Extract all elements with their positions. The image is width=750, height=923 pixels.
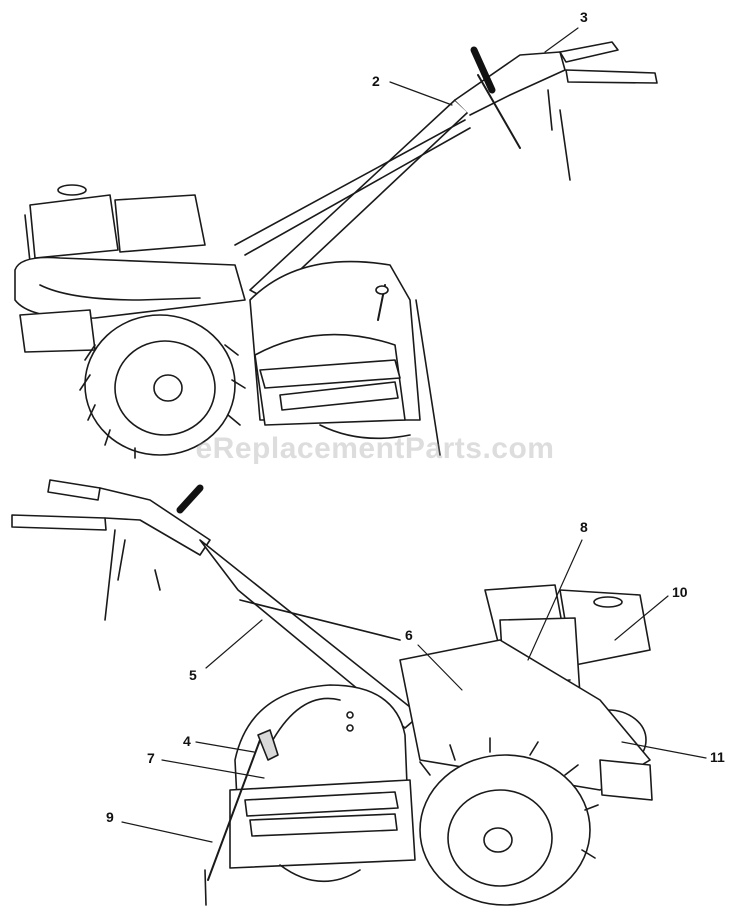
leader-9 [121, 821, 213, 843]
leader-11 [621, 741, 707, 759]
callout-11: 11 [710, 749, 725, 765]
engine-shroud [559, 589, 651, 666]
leader-2 [389, 81, 453, 106]
leader-5 [205, 619, 263, 669]
leader-10 [614, 595, 669, 641]
leader-lines [121, 27, 707, 843]
handle-grip-left-lower [11, 514, 107, 531]
callout-3: 3 [580, 9, 588, 25]
callout-4: 4 [183, 733, 191, 749]
callout-9: 9 [106, 809, 114, 825]
leader-7 [161, 759, 265, 779]
handlebar-main-front [199, 539, 421, 729]
watermark: eReplacementParts.com [195, 432, 555, 465]
depth-stake [207, 739, 261, 881]
engine-block-top [29, 194, 119, 259]
callout-8: 8 [580, 519, 588, 535]
callout-5: 5 [189, 667, 197, 683]
leader-4 [195, 741, 255, 753]
leader-8 [527, 539, 583, 661]
handle-grip-lower [565, 69, 658, 84]
callout-2: 2 [372, 73, 380, 89]
callout-6: 6 [405, 627, 413, 643]
handle-grip-left-upper [47, 479, 101, 501]
leader-6 [417, 644, 463, 691]
tiller-rear-view [14, 41, 658, 459]
callout-7: 7 [147, 750, 155, 766]
leader-3 [544, 27, 579, 53]
left-fender [14, 256, 246, 319]
tiller-front-view [11, 479, 653, 906]
callout-10: 10 [672, 584, 688, 600]
handle-grip-upper [559, 41, 619, 63]
